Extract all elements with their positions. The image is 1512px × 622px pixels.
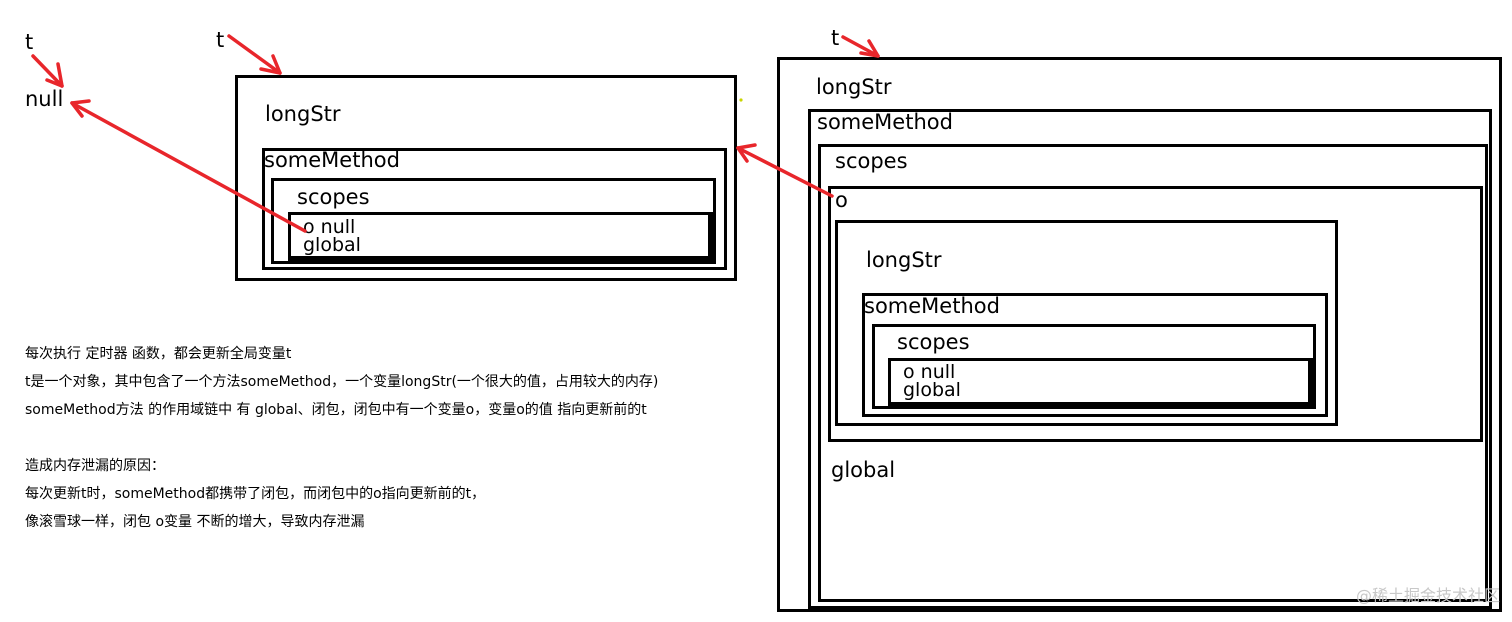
middle-scopes-label: scopes [297,185,370,209]
note-line-6: 像滚雪球一样，闭包 o变量 不断的增大，导致内存泄漏 [25,514,365,530]
right-inner-somemethod-label: someMethod [864,294,1000,318]
red-arrows [31,34,880,233]
right-inner-global-label: global [903,379,961,401]
right-inner-closure-box [888,358,1314,408]
stray-dot [739,98,743,102]
note-line-3: someMethod方法 的作用域链中 有 global、闭包，闭包中有一个变量… [25,402,647,418]
note-line-1: 每次执行 定时器 函数，都会更新全局变量t [25,346,292,362]
middle-t-label: t [216,28,225,52]
note-line-4: 造成内存泄漏的原因： [25,458,165,474]
right-scopes-label: scopes [835,149,908,173]
middle-somemethod-label: someMethod [264,148,400,172]
arrow-right-o-to-middle-t [736,146,834,198]
middle-global-label: global [303,234,361,256]
watermark: @稀土掘金技术社区 [1355,586,1500,605]
right-inner-t-box [835,220,1338,426]
right-o-label: o [835,188,848,212]
right-longstr-label: longStr [816,75,892,99]
middle-scopes-box [271,178,716,264]
right-somemethod-box [808,109,1492,609]
arrowhead-null [70,99,91,118]
left-null-label: null [25,87,64,111]
left-t-label: t [25,30,34,54]
right-scopes-box [818,144,1488,602]
right-somemethod-label: someMethod [817,110,953,134]
arrowhead-left-null [45,62,64,88]
arrowhead-middle-t [736,143,757,163]
note-line-5: 每次更新t时，someMethod都携带了闭包，而闭包中的o指向更新前的t， [25,486,486,502]
right-global-label: global [831,458,896,482]
right-inner-somemethod-box [862,293,1328,417]
middle-t-object-box [235,75,737,281]
arrowhead-right-box [859,39,880,58]
right-inner-o-null-label: o null [903,361,956,383]
arrow-middle-t-to-box [227,34,282,75]
right-t-label: t [831,26,840,50]
middle-longstr-label: longStr [265,102,341,126]
note-line-2: t是一个对象，其中包含了一个方法someMethod，一个变量longStr(一… [25,374,659,390]
right-inner-scopes-label: scopes [897,330,970,354]
middle-closure-box [288,212,714,262]
arrow-left-t-to-null [31,54,64,88]
arrow-closure-o-to-null [70,101,307,233]
arrow-right-t-to-box [841,35,880,58]
middle-o-null-label: o null [303,216,356,238]
right-t-object-box [777,57,1502,612]
arrowhead-middle-box [259,54,282,75]
right-closure-box [828,186,1483,442]
right-inner-longstr-label: longStr [866,248,942,272]
